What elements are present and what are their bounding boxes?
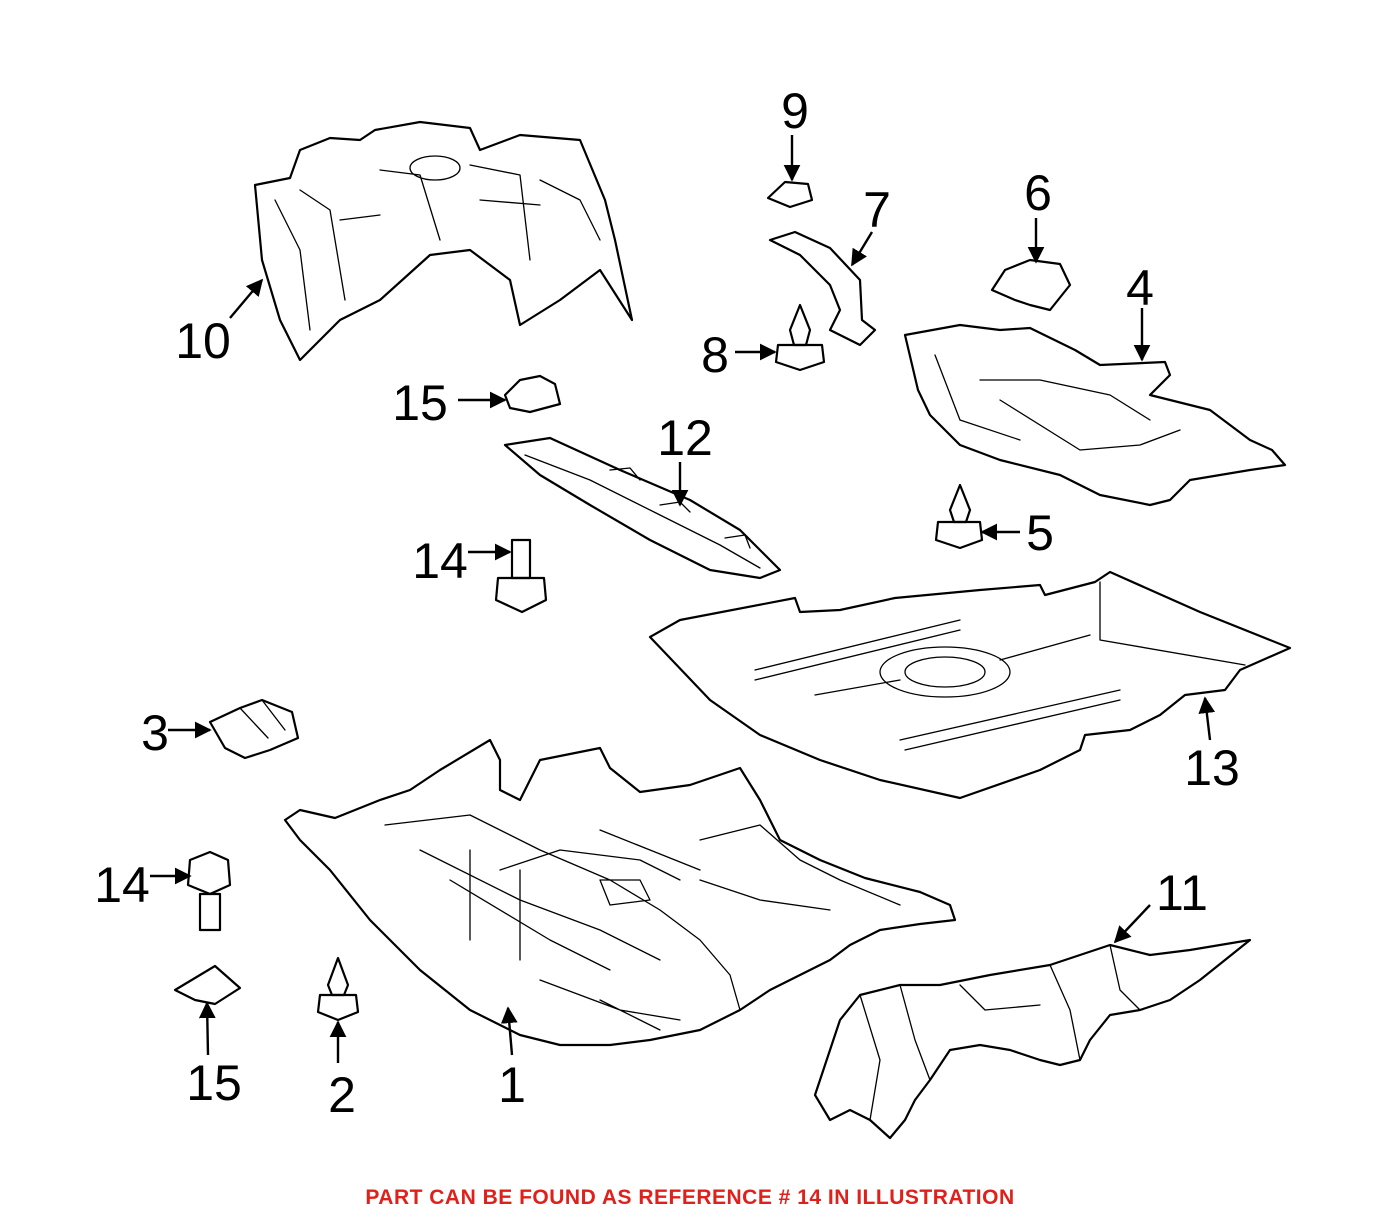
part-2-bolt [316,956,360,1022]
callout-7: 7 [863,182,891,238]
part-3-clip [208,698,300,760]
arrow-11 [1113,904,1151,944]
callout-14-lower: 14 [94,857,150,913]
part-9-clip [766,180,814,209]
arrow-13 [1198,696,1216,741]
callout-15-upper: 15 [392,375,448,431]
part-14-bolt-upper [494,538,548,614]
part-11-shield [813,938,1252,1140]
arrow-15b [198,1001,216,1056]
arrow-7 [850,231,874,267]
part-15-nut-lower [173,964,242,1006]
callout-3: 3 [141,705,169,761]
callout-8: 8 [701,327,729,383]
arrow-10 [229,278,264,319]
part-6-clip [990,258,1072,312]
callout-2: 2 [328,1067,356,1123]
callout-10: 10 [175,313,231,369]
part-12-strip [503,436,782,580]
part-1-shield [283,738,957,1047]
part-7-bracket [768,230,877,347]
callout-14-upper: 14 [412,533,468,589]
callout-11: 11 [1156,865,1208,921]
part-4-shield [903,323,1287,507]
callout-4: 4 [1126,260,1154,316]
part-14-bolt-lower [186,850,232,932]
callout-6: 6 [1024,165,1052,221]
part-13-panel [648,570,1292,800]
callout-9: 9 [781,83,809,139]
part-5-bolt [934,483,984,550]
callout-labels: 9 7 6 4 10 8 15 12 5 14 3 13 14 11 15 2 … [94,83,1240,1123]
part-15-nut-upper [503,374,562,414]
leader-arrows [150,135,1216,1063]
callout-13: 13 [1184,740,1240,796]
part-8-bolt [774,303,826,372]
part-10-shield [253,120,634,362]
arrow-1 [500,1006,518,1056]
callout-5: 5 [1026,505,1054,561]
callout-1: 1 [498,1057,526,1113]
callout-15-lower: 15 [186,1055,242,1111]
callout-12: 12 [657,410,713,466]
reference-note: PART CAN BE FOUND AS REFERENCE # 14 IN I… [365,1186,1015,1209]
